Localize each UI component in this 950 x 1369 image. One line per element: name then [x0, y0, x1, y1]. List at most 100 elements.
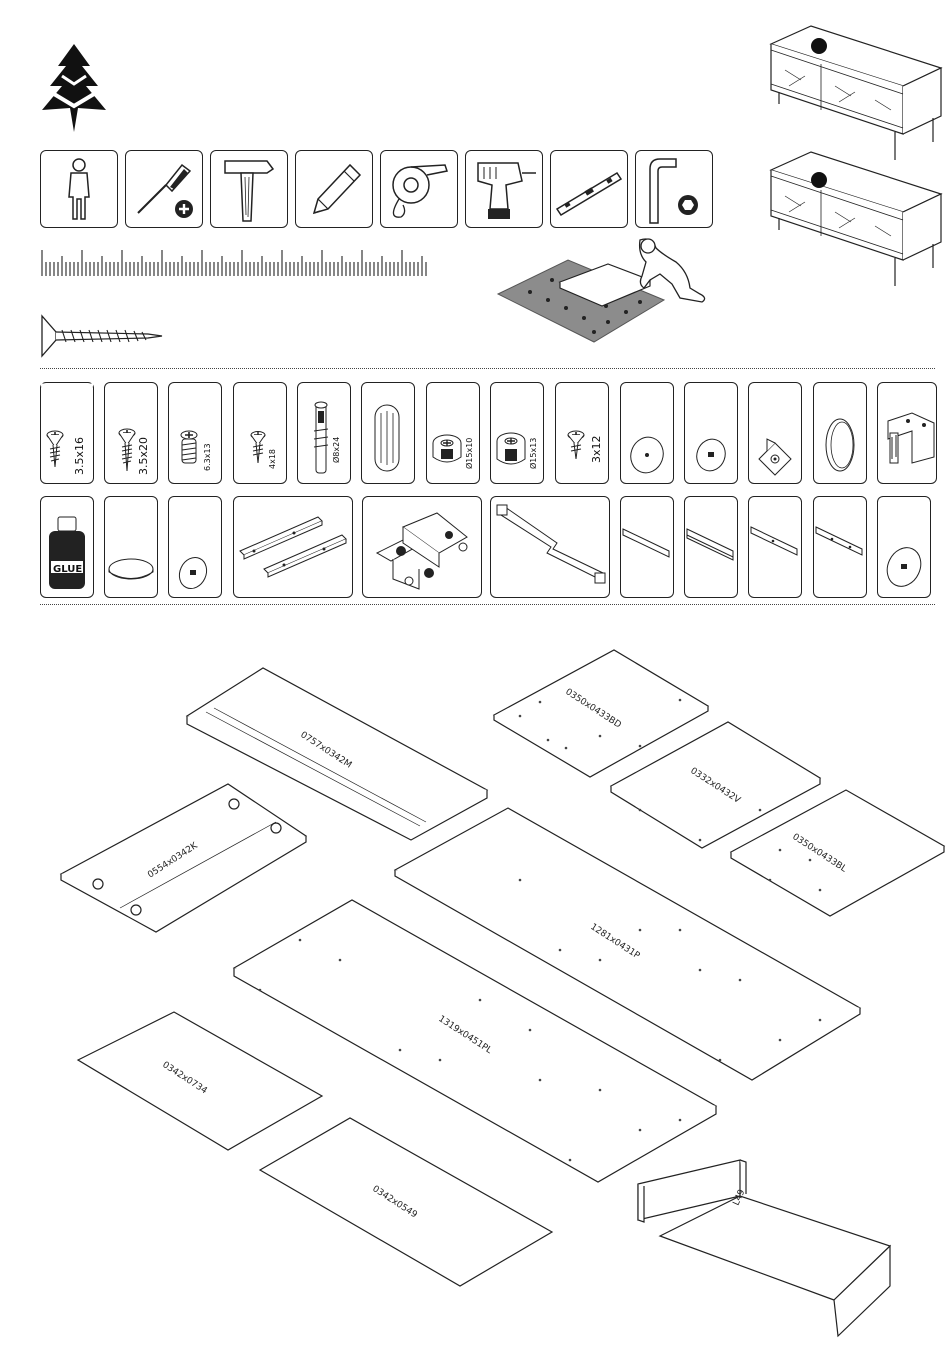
part-profile-b	[684, 496, 738, 598]
part-euro-screw-6.3x13: 6.3x13	[168, 382, 222, 484]
drill-hole	[569, 1159, 572, 1162]
part-glue: GLUE	[40, 496, 94, 598]
drill-hole	[479, 999, 482, 1002]
flat-screw-icon	[556, 383, 608, 483]
drill-hole	[699, 969, 702, 972]
hammer-icon	[210, 150, 288, 228]
profile-strip-icon	[685, 497, 737, 597]
part-felt-pad-a	[620, 382, 674, 484]
drill-hole	[779, 849, 782, 852]
part-label: 4x18	[268, 449, 277, 469]
cover-cap-icon	[814, 383, 866, 483]
drill-hole	[519, 715, 522, 718]
panel-layout-diagram: 0757x0342M 0350x0433BD 0332x0432V 0350x0…	[0, 640, 950, 1369]
part-wall-strap	[490, 496, 610, 598]
part-profile-d	[813, 496, 867, 598]
assembled-cabinet-bottom	[765, 150, 945, 300]
angle-bracket-icon	[749, 383, 801, 483]
drill-hole	[519, 879, 522, 882]
disc-glide-icon	[169, 497, 221, 597]
part-profile-a	[620, 496, 674, 598]
wood-dowel-icon	[362, 383, 414, 483]
part-label: 3.5x16	[73, 437, 86, 475]
drill-hole	[599, 1089, 602, 1092]
drill-hole	[539, 1079, 542, 1082]
profile-strip-icon	[814, 497, 866, 597]
drill-hole	[819, 1019, 822, 1022]
assembly-mat-illustration	[490, 232, 720, 344]
glue-bottle-icon	[41, 497, 93, 597]
part-glide-e	[877, 496, 931, 598]
part-connector-bolt: Ø8x24	[297, 382, 351, 484]
allen-key-icon	[635, 150, 713, 228]
part-disc-glide	[168, 496, 222, 598]
profile-strip-icon	[621, 497, 673, 597]
pencil-icon	[295, 150, 373, 228]
drill-hole	[699, 839, 702, 842]
part-round-disc	[104, 496, 158, 598]
flat-screw-icon	[234, 383, 286, 483]
part-screw-3.5x20: 3.5x20	[104, 382, 158, 484]
part-screw-3.5x16: 3.5x16	[40, 382, 94, 484]
drill-hole	[739, 979, 742, 982]
felt-pad-icon	[621, 383, 673, 483]
part-screw-4x18: 4x18	[233, 382, 287, 484]
drill-hole	[759, 809, 762, 812]
part-cover-cap	[813, 382, 867, 484]
drill-hole	[529, 1029, 532, 1032]
screw-size-guide-icon	[38, 314, 168, 358]
drill-hole	[559, 949, 562, 952]
panel-0554x0342k: 0554x0342K	[61, 784, 306, 932]
part-label: Ø15x13	[529, 438, 538, 469]
person-icon	[40, 150, 118, 228]
part-profile-c	[748, 496, 802, 598]
part-wood-dowel	[361, 382, 415, 484]
drawer-box-l49: L49	[638, 1160, 890, 1336]
drill-hole	[599, 735, 602, 738]
drill-hole	[299, 939, 302, 942]
round-disc-icon	[105, 497, 157, 597]
euro-screw-icon	[169, 383, 221, 483]
part-mounting-plate	[877, 382, 937, 484]
drill-hole	[259, 989, 262, 992]
part-screw-3x12: 3x12	[555, 382, 609, 484]
felt-pad-icon	[685, 383, 737, 483]
profile-strip-icon	[749, 497, 801, 597]
drill-hole	[565, 747, 568, 750]
drill-hole	[679, 699, 682, 702]
tape-measure-icon	[380, 150, 458, 228]
section-divider	[40, 604, 935, 605]
part-angle-bracket	[748, 382, 802, 484]
drill-hole	[339, 959, 342, 962]
drill-hole	[679, 929, 682, 932]
drill-hole	[539, 701, 542, 704]
drill-hole	[719, 1059, 722, 1062]
section-divider	[40, 368, 935, 369]
spirit-level-icon	[550, 150, 628, 228]
ruler-scale	[40, 248, 432, 278]
drill-hole	[599, 959, 602, 962]
part-label: Ø15x10	[465, 438, 474, 469]
glue-label: GLUE	[53, 564, 82, 575]
drill-hole	[809, 859, 812, 862]
part-felt-pad-b	[684, 382, 738, 484]
part-label: 3x12	[590, 435, 603, 463]
drill-hole	[639, 1129, 642, 1132]
part-label: Ø8x24	[332, 437, 341, 463]
part-cam-lock-15x10: Ø15x10	[426, 382, 480, 484]
drill-hole	[639, 929, 642, 932]
drill-hole	[679, 1119, 682, 1122]
drill-hole	[547, 739, 550, 742]
panel-0342x0549: 0342x0549	[260, 1118, 552, 1286]
panel-0342x0734: 0342x0734	[78, 1012, 322, 1150]
hinge-icon	[363, 497, 481, 597]
drill-icon	[465, 150, 543, 228]
drill-hole	[769, 879, 772, 882]
screwdriver-icon	[125, 150, 203, 228]
drill-hole	[779, 1039, 782, 1042]
part-drawer-runners	[233, 496, 353, 598]
brand-logo	[38, 42, 110, 134]
part-label: 3.5x20	[137, 437, 150, 475]
drill-hole	[639, 745, 642, 748]
part-cam-lock-15x13: Ø15x13	[490, 382, 544, 484]
